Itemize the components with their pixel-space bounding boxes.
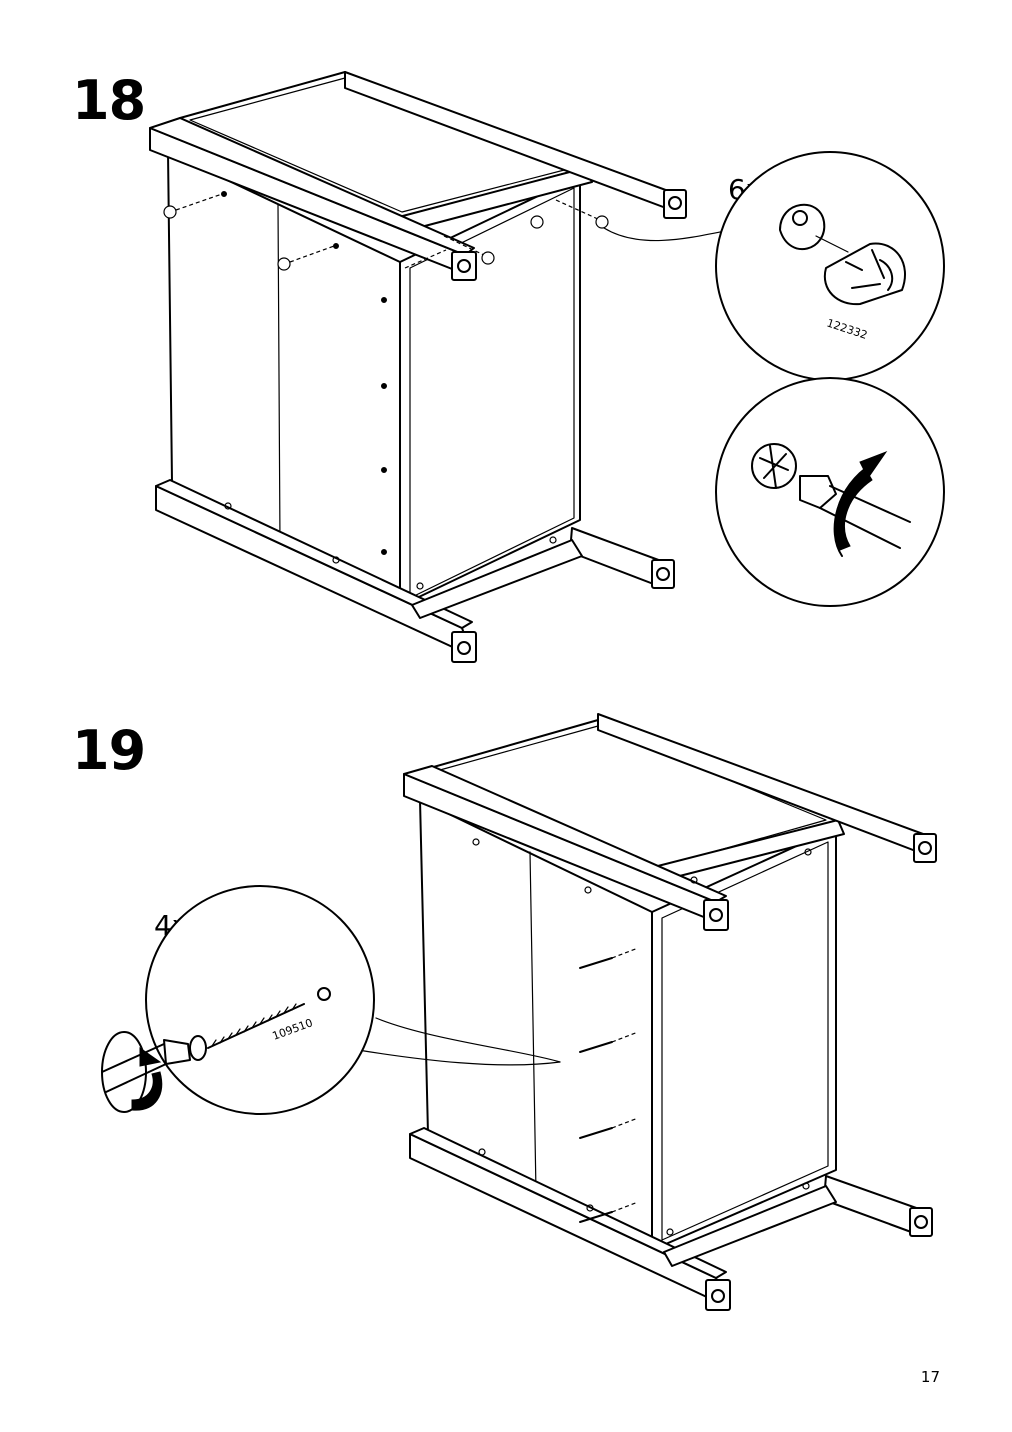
- page-number: 17: [920, 1368, 940, 1386]
- step-19-number: 19: [72, 719, 146, 782]
- step-19-cabinet: [404, 714, 936, 1310]
- step-18-number: 18: [72, 69, 146, 132]
- step-18-callout-line: [604, 228, 730, 241]
- screw-icon: [146, 886, 374, 1114]
- cam-lock-icon: [716, 152, 944, 380]
- clockwise-arrow-icon: [102, 1032, 162, 1112]
- step-18-cabinet: [150, 72, 686, 662]
- screwdriver-icon: [716, 378, 944, 606]
- screwdriver-icon: [102, 1040, 190, 1092]
- step-19-callout-line: [376, 1018, 560, 1062]
- clockwise-arrow-icon: [835, 452, 886, 556]
